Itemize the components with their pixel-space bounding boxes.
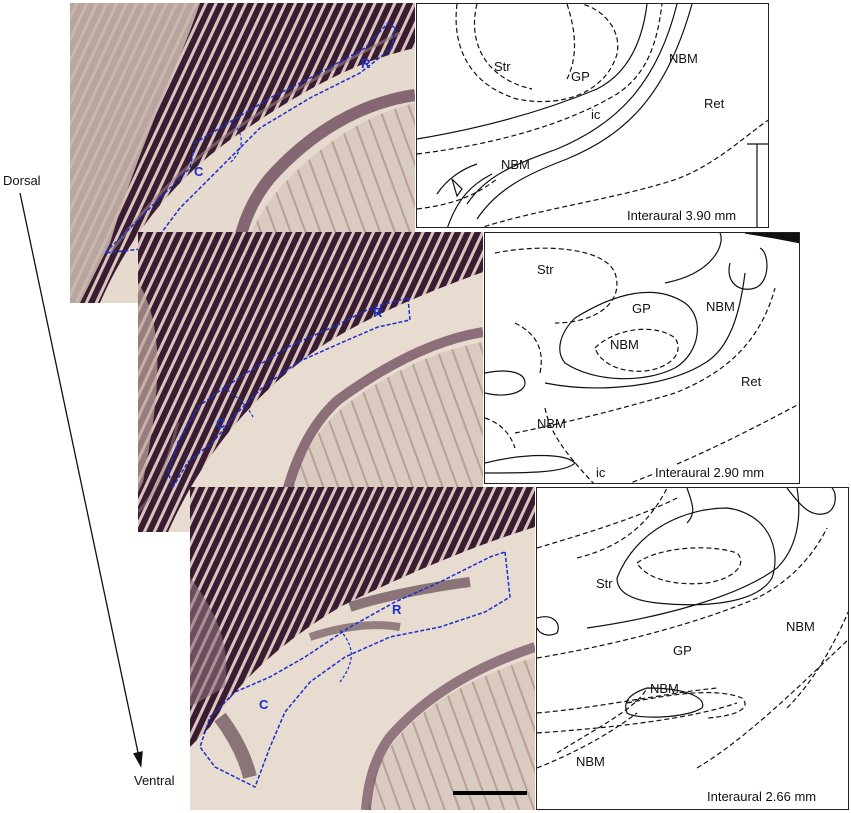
atlas2-gp-label: GP <box>632 301 651 316</box>
atlas3-nbm-label-b: NBM <box>576 754 605 769</box>
atlas2-ret-label: Ret <box>741 374 762 389</box>
roi-label-r-1: R <box>361 56 371 71</box>
histology-photo-3: R C <box>190 487 535 810</box>
ventral-label: Ventral <box>134 773 175 788</box>
atlas3-interaural: Interaural 2.66 mm <box>707 789 817 804</box>
roi-outline-1 <box>102 22 396 254</box>
atlas1-nbm-label-a: NBM <box>669 51 698 66</box>
roi-outline-2 <box>167 297 411 489</box>
atlas-panel-3: Str NBM GP NBM NBM Interaural 2.66 mm <box>536 487 849 810</box>
atlas1-ret-label: Ret <box>704 96 725 111</box>
atlas3-nbm-label-inner: NBM <box>650 681 679 696</box>
atlas2-ic-label: ic <box>596 465 606 480</box>
atlas2-interaural: Interaural 2.90 mm <box>655 465 765 480</box>
atlas2-nbm-label-b: NBM <box>537 416 566 431</box>
atlas-drawing-3 <box>537 488 848 769</box>
atlas3-nbm-label-a: NBM <box>786 619 815 634</box>
dorsal-label: Dorsal <box>3 173 41 188</box>
atlas1-ic-label: ic <box>591 107 601 122</box>
histology-photo-2: R C <box>138 232 483 532</box>
roi-label-c-3: C <box>259 697 269 712</box>
roi-outline-3 <box>199 550 511 789</box>
atlas1-interaural: Interaural 3.90 mm <box>627 208 737 223</box>
atlas-panel-2: Str GP NBM NBM Ret NBM ic Interaural 2.9… <box>484 232 800 484</box>
atlas3-gp-label: GP <box>673 643 692 658</box>
atlas1-str-label: Str <box>494 59 511 74</box>
roi-label-r-3: R <box>392 602 402 617</box>
atlas1-nbm-label-b: NBM <box>501 157 530 172</box>
atlas1-gp-label: GP <box>571 69 590 84</box>
atlas2-nbm-label-inner: NBM <box>610 337 639 352</box>
atlas2-nbm-label-a: NBM <box>706 299 735 314</box>
roi-label-c-1: C <box>194 164 204 179</box>
atlas3-str-label: Str <box>596 576 613 591</box>
roi-label-r-2: R <box>373 305 383 320</box>
tissue-image-2 <box>138 232 483 532</box>
atlas-drawing-2 <box>485 233 799 483</box>
atlas-drawing-1 <box>417 4 768 227</box>
atlas-panel-1: Str GP NBM Ret ic NBM Interaural 3.90 mm <box>416 3 769 228</box>
roi-label-c-2: C <box>216 416 226 431</box>
atlas2-str-label: Str <box>537 262 554 277</box>
tissue-image-3 <box>190 487 535 810</box>
